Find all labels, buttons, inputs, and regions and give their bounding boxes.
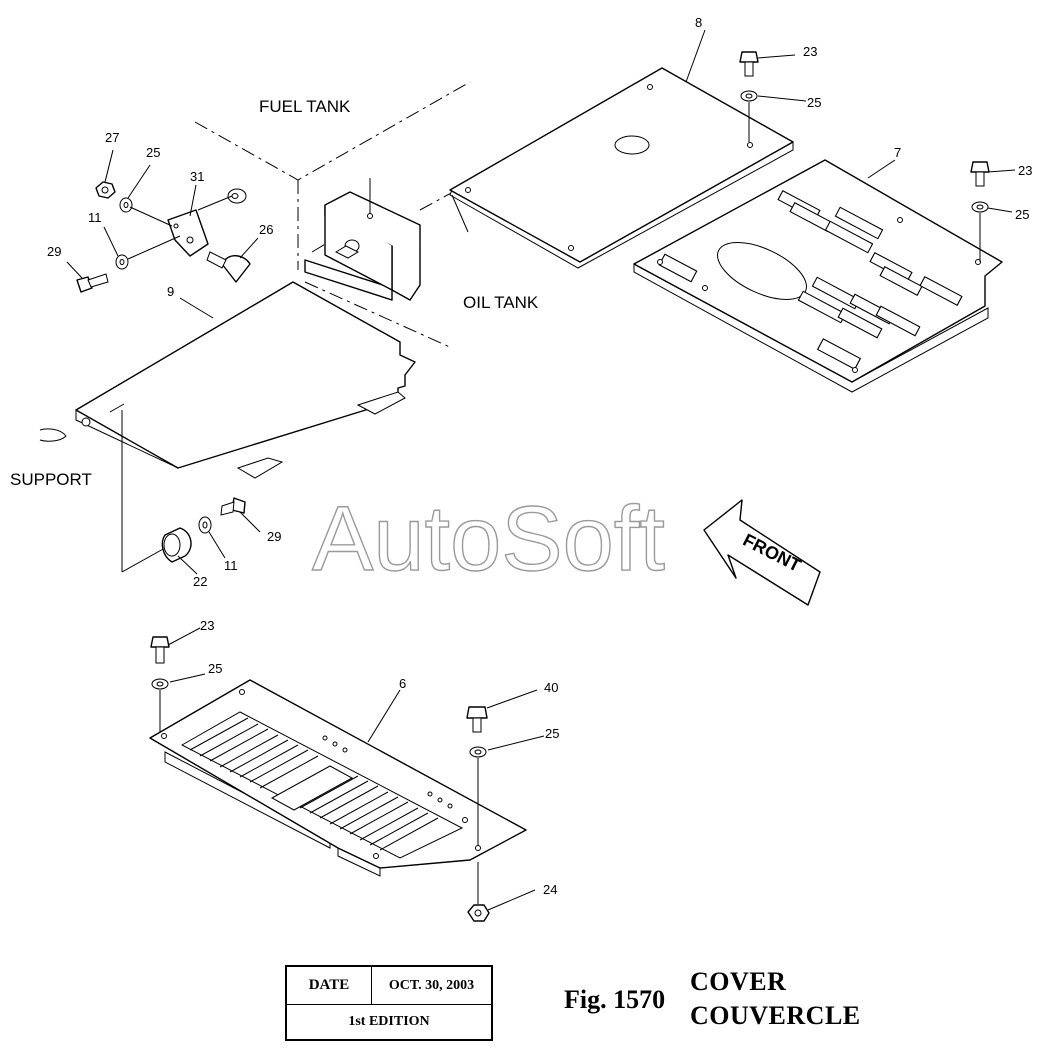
callout-6: 6 [399, 676, 406, 691]
callout-27: 27 [105, 130, 119, 145]
washer-top-31 [197, 188, 247, 211]
title-block-date-row: DATE OCT. 30, 2003 [287, 967, 491, 1005]
nut-27 [95, 181, 116, 199]
edition-label: 1st EDITION [348, 1014, 430, 1029]
fuel-tank-label: FUEL TANK [259, 97, 351, 116]
callout-40: 40 [544, 680, 558, 695]
figure-number: Fig. 1570 [564, 985, 666, 1014]
callout-29-top: 29 [47, 244, 61, 259]
date-label: DATE [287, 967, 372, 1004]
callout-25-bottom-left: 25 [208, 661, 222, 676]
lower-cover-6-grate [189, 717, 439, 851]
figure-title-english: COVER [690, 967, 787, 996]
washer-25-bottom-left [151, 678, 169, 732]
callout-25-bottom-right: 25 [545, 726, 559, 741]
washer-25-top [740, 90, 758, 142]
callout-31: 31 [190, 169, 204, 184]
tank-bracket [304, 178, 421, 301]
washer-25-right [971, 201, 989, 262]
callout-26: 26 [259, 222, 273, 237]
watermark: AutoSoft [312, 488, 665, 590]
bolt-23-bottom [150, 636, 170, 664]
washer-11-bottom [198, 516, 212, 534]
callout-23-bottom: 23 [200, 618, 214, 633]
floor-plate-7 [633, 159, 1003, 393]
spacer-22-line [121, 547, 166, 573]
callout-11-top: 11 [88, 210, 102, 225]
callout-23-top: 23 [803, 44, 817, 59]
bolt-23-top [739, 51, 759, 77]
support-leader-tick [109, 403, 125, 413]
washer-25-bottom-right [469, 746, 487, 904]
lower-cover-6 [149, 679, 527, 877]
title-block: DATE OCT. 30, 2003 1st EDITION [285, 965, 493, 1041]
callout-11-bottom: 11 [224, 558, 238, 573]
support-label: SUPPORT [10, 470, 92, 489]
callout-25-left: 25 [146, 145, 160, 160]
washer-11-top [115, 235, 181, 270]
nut-24 [467, 904, 490, 922]
oil-tank-label: OIL TANK [463, 293, 539, 312]
callout-8: 8 [695, 15, 702, 30]
bumper-26 [206, 251, 251, 283]
figure-title-french: COUVERCLE [690, 1001, 861, 1030]
washer-25-left [119, 197, 173, 227]
callout-25-top: 25 [807, 95, 821, 110]
bolt-29-top [76, 273, 109, 293]
bolt-40 [466, 706, 488, 733]
bolt-23-right [970, 161, 990, 187]
callout-23-right: 23 [1018, 163, 1032, 178]
callout-9: 9 [167, 284, 174, 299]
callout-7: 7 [894, 145, 901, 160]
floor-plate-7-slots [658, 189, 963, 370]
callout-29-bottom: 29 [267, 529, 281, 544]
bracket-31 [167, 209, 209, 257]
front-arrow: FRONT [703, 499, 821, 606]
bolt-29-bottom [220, 497, 246, 516]
cover-plate-8 [449, 67, 794, 269]
spacer-22 [161, 527, 192, 563]
callout-numbers: 8 7 9 6 23 25 23 25 27 25 31 26 11 29 29… [47, 15, 1032, 897]
support-plate-9 [39, 281, 416, 479]
date-value: OCT. 30, 2003 [388, 977, 475, 993]
callout-22: 22 [193, 574, 207, 589]
leader-lines [66, 29, 1016, 911]
callout-25-right: 25 [1015, 207, 1029, 222]
callout-24: 24 [543, 882, 557, 897]
